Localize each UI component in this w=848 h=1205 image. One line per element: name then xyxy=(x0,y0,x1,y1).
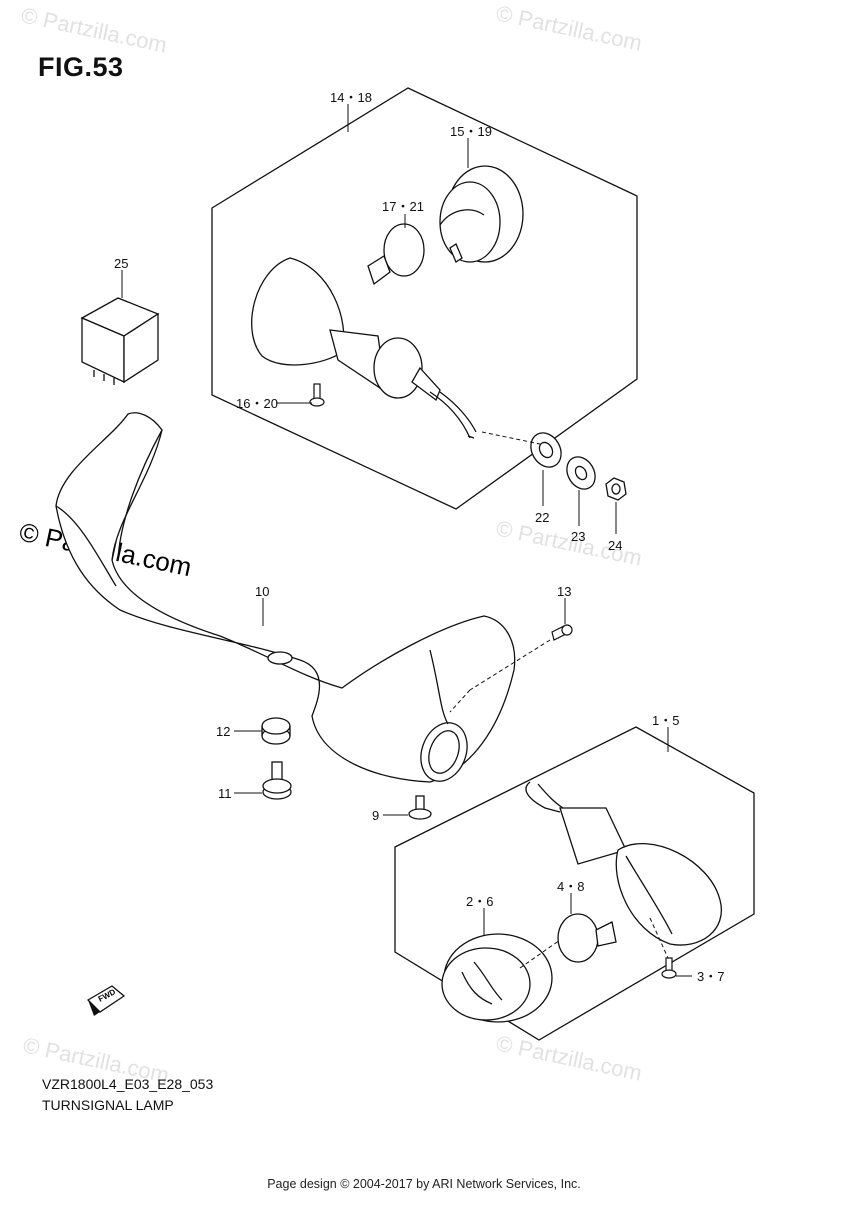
assembly-lines-bracket xyxy=(449,639,551,713)
callout-12: 12 xyxy=(216,724,230,739)
callout-23: 23 xyxy=(571,529,585,544)
figure-title: FIG.53 xyxy=(38,52,124,82)
washer-part-23 xyxy=(566,456,596,490)
rear-lens-part-15-19 xyxy=(439,165,524,263)
screw-part-9 xyxy=(408,795,432,820)
callout-3-7: 3・7 xyxy=(697,969,724,984)
front-lens-part-2-6 xyxy=(441,933,553,1023)
callout-labels: 14・18 15・19 17・21 25 16・20 22 23 24 10 1… xyxy=(114,90,724,984)
screw-part-16-20 xyxy=(309,383,325,407)
rear-turnsignal-housing xyxy=(251,257,477,439)
callout-13: 13 xyxy=(557,584,571,599)
bolt-part-11 xyxy=(262,761,292,800)
watermark-text: © Partzilla.com xyxy=(494,1030,644,1085)
grommet-part-12 xyxy=(261,717,291,745)
callout-4-8: 4・8 xyxy=(557,879,584,894)
callout-16-20: 16・20 xyxy=(236,396,278,411)
callout-11: 11 xyxy=(218,786,232,801)
callout-24: 24 xyxy=(608,538,622,553)
callout-14-18: 14・18 xyxy=(330,90,372,105)
figure-caption: TURNSIGNAL LAMP xyxy=(42,1097,174,1113)
callout-leader-lines xyxy=(121,104,692,977)
watermark-text: © Partzilla.com xyxy=(494,0,644,55)
nut-part-24 xyxy=(605,477,627,501)
washer-part-22 xyxy=(530,432,562,468)
group-box-front-lamp xyxy=(394,726,755,1041)
callout-15-19: 15・19 xyxy=(450,124,492,139)
callout-1-5: 1・5 xyxy=(652,713,679,728)
callout-2-6: 2・6 xyxy=(466,894,493,909)
watermark-text: © Partzilla.com xyxy=(19,2,169,57)
rear-bulb-part-17-21 xyxy=(367,223,425,286)
page-footer: Page design © 2004-2017 by ARI Network S… xyxy=(267,1177,581,1191)
forward-direction-arrow: FWD xyxy=(86,985,126,1016)
group-box-rear-lamp xyxy=(211,87,638,510)
figure-code: VZR1800L4_E03_E28_053 xyxy=(42,1076,214,1092)
front-turnsignal-housing xyxy=(525,781,723,946)
bracket-part-10 xyxy=(55,412,516,783)
screw-part-3-7 xyxy=(661,957,677,979)
front-bulb-part-4-8 xyxy=(557,913,617,963)
relay-part-25 xyxy=(80,297,160,385)
callout-9: 9 xyxy=(372,808,379,823)
callout-22: 22 xyxy=(535,510,549,525)
assembly-lines-top xyxy=(481,431,541,445)
screw-part-13 xyxy=(551,624,573,641)
assembly-lines-bottom xyxy=(519,917,669,969)
callout-10: 10 xyxy=(255,584,269,599)
callout-17-21: 17・21 xyxy=(382,199,424,214)
callout-25: 25 xyxy=(114,256,128,271)
